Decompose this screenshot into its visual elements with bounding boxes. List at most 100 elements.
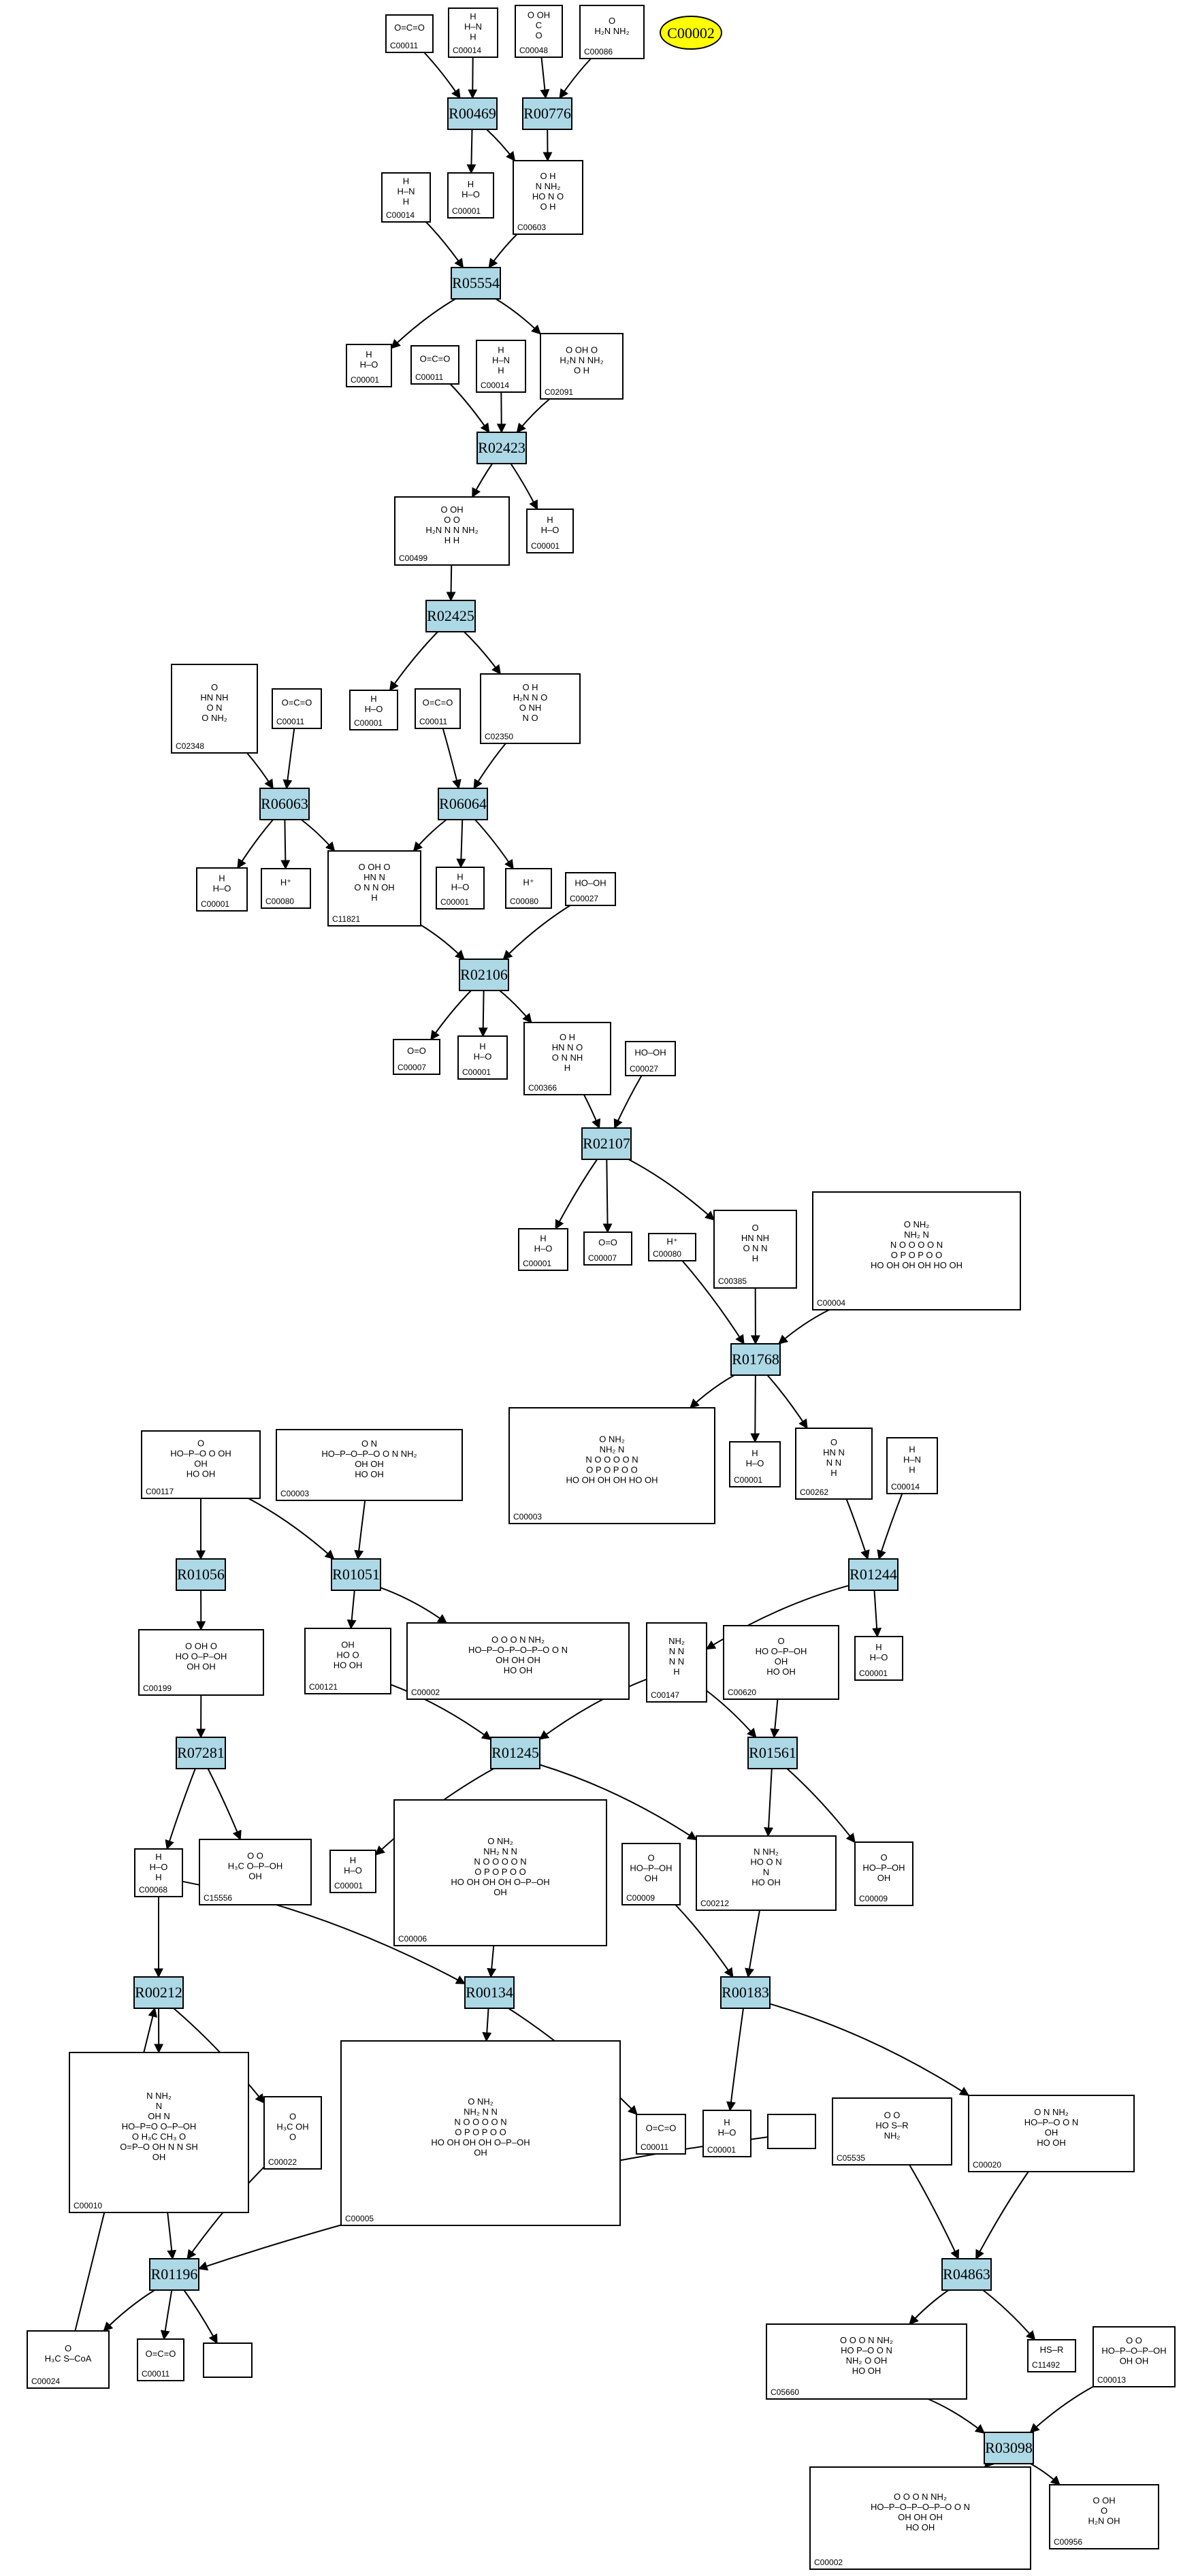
- compound-label: C00499: [399, 553, 427, 563]
- reaction-node-r02425[interactable]: R02425: [425, 600, 476, 632]
- reaction-node-r01244[interactable]: R01244: [848, 1558, 899, 1591]
- reaction-box: [476, 432, 527, 464]
- compound-node-blank[interactable]: [203, 2342, 253, 2378]
- reaction-node-r02423[interactable]: R02423: [476, 432, 527, 464]
- compound-node-blank[interactable]: [767, 2114, 816, 2149]
- structure-line: O NH₂: [487, 1836, 513, 1846]
- reaction-node-r01561[interactable]: R01561: [747, 1737, 798, 1769]
- reaction-node-r00134[interactable]: R00134: [464, 1976, 515, 2009]
- reaction-node-r04863[interactable]: R04863: [941, 2258, 992, 2291]
- reaction-node-r06063[interactable]: R06063: [259, 788, 310, 820]
- compound-node-c00080[interactable]: H⁺C00080: [648, 1233, 696, 1261]
- reaction-node-r00183[interactable]: R00183: [720, 1976, 771, 2009]
- reaction-node-r02106[interactable]: R02106: [459, 959, 509, 991]
- structure-line: HO O–P–OH: [756, 1646, 807, 1656]
- reaction-node-r01196[interactable]: R01196: [149, 2258, 199, 2291]
- reaction-node-r02107[interactable]: R02107: [581, 1127, 632, 1160]
- reaction-node-r07281[interactable]: R07281: [176, 1737, 226, 1769]
- compound-box: [138, 1629, 264, 1696]
- highlight-node[interactable]: C00002: [660, 16, 722, 50]
- reaction-node-r00776[interactable]: R00776: [522, 97, 572, 130]
- edge-R01561-to-c51: [764, 1768, 774, 1837]
- reaction-node-r00212[interactable]: R00212: [133, 1976, 184, 2009]
- reaction-node-r06064[interactable]: R06064: [438, 788, 488, 820]
- reaction-node-r01245[interactable]: R01245: [490, 1737, 540, 1769]
- edge-R04863-to-c65: [982, 2289, 1036, 2341]
- reaction-node-r05554[interactable]: R05554: [451, 267, 501, 300]
- reaction-node-r01768[interactable]: R01768: [730, 1343, 781, 1376]
- edge-R02107-to-c29: [555, 1159, 598, 1230]
- reaction-node-r01056[interactable]: R01056: [176, 1558, 226, 1591]
- compound-node-c00080[interactable]: H⁺C00080: [505, 868, 552, 909]
- compound-node-c00080[interactable]: H⁺C00080: [261, 868, 311, 909]
- reaction-node-r00469[interactable]: R00469: [447, 97, 498, 130]
- reaction-node-r03098[interactable]: R03098: [984, 2432, 1034, 2464]
- reaction-node-r01051[interactable]: R01051: [331, 1558, 381, 1591]
- compound-label: C00011: [641, 2142, 668, 2152]
